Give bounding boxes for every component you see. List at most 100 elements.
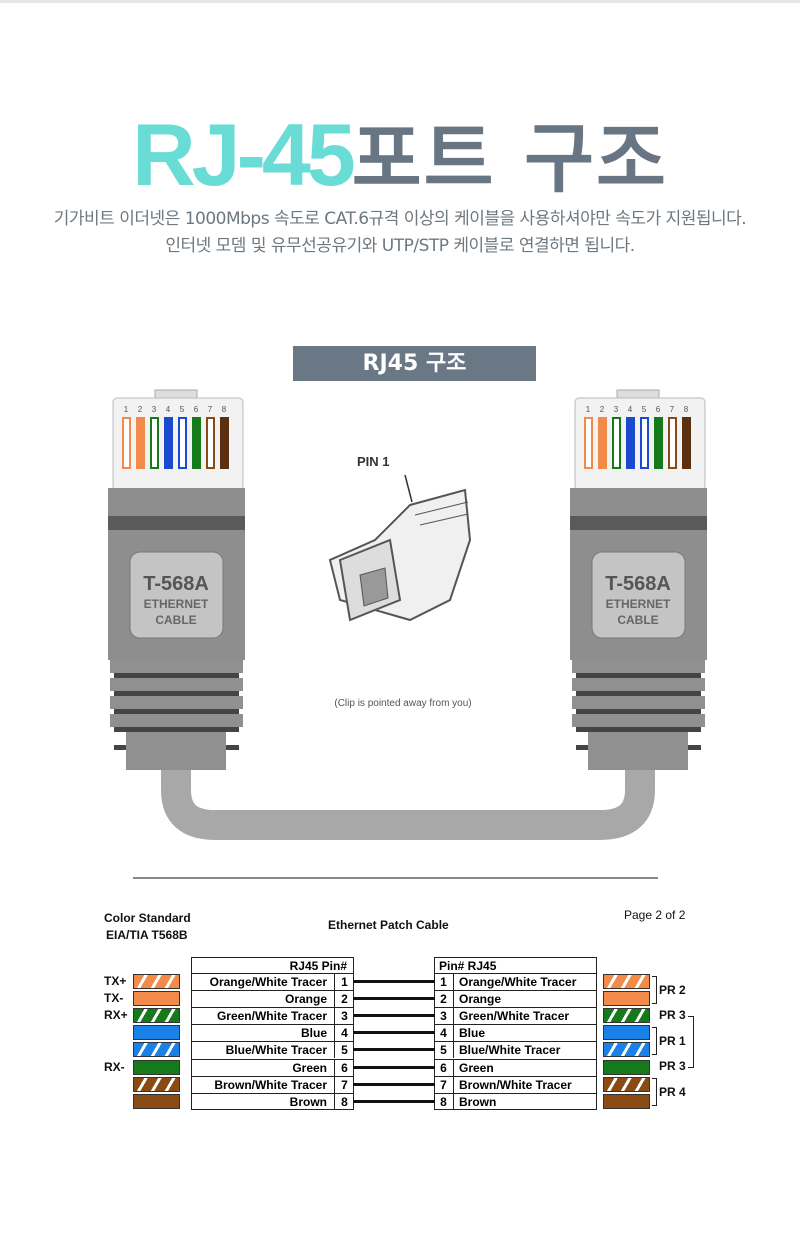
pin-number: 2 — [434, 991, 454, 1008]
pin1-label: PIN 1 — [357, 454, 390, 469]
wire-swatch-right — [603, 974, 650, 989]
pair-bracket — [652, 1078, 657, 1106]
right-header: Pin# RJ45 — [439, 959, 497, 973]
left-row: Orange/White Tracer 1 — [191, 973, 354, 990]
wire-line — [353, 980, 435, 983]
pin-number: 4 — [434, 1025, 454, 1042]
right-row: 8 Brown — [434, 1092, 597, 1110]
wire-line — [353, 997, 435, 1001]
wire-name: Blue — [300, 1026, 327, 1041]
pin-number: 8 — [684, 405, 689, 414]
pin-number: 1 — [124, 405, 129, 414]
wire-swatch-right — [603, 991, 650, 1007]
pin-number: 7 — [334, 1076, 354, 1093]
cable — [161, 770, 655, 840]
pair-bracket — [688, 1016, 694, 1068]
wire-swatch-left — [133, 1076, 180, 1092]
pin-number: 3 — [434, 1008, 454, 1025]
connector-label: CABLE — [155, 613, 196, 627]
wire-swatch-right — [603, 1093, 650, 1109]
pin-number: 5 — [334, 1042, 354, 1059]
pin-number: 2 — [600, 405, 605, 414]
wire-swatch-left — [133, 991, 180, 1007]
wire-name: Blue — [459, 1026, 486, 1041]
pin-number: 8 — [434, 1093, 454, 1110]
title-accent: RJ-45 — [132, 105, 356, 204]
wire-swatch-left — [133, 1093, 180, 1109]
standard-sub: EIA/TIA T568B — [106, 928, 188, 942]
top-divider — [0, 0, 800, 3]
wire-line — [353, 1065, 435, 1069]
wire-line — [353, 1099, 435, 1103]
wire-name: Orange/White Tracer — [209, 975, 327, 989]
pin-number: 3 — [614, 405, 619, 414]
section-banner: RJ45 구조 — [293, 346, 536, 381]
wire-name: Brown/White Tracer — [459, 1077, 572, 1092]
wire-name: Green — [459, 1060, 494, 1075]
description-line-1: 기가비트 이더넷은 1000Mbps 속도로 CAT.6규격 이상의 케이블을 … — [53, 209, 747, 229]
pin-number: 8 — [222, 405, 227, 414]
pin-number: 4 — [334, 1025, 354, 1042]
pair-label: PR 1 — [659, 1034, 686, 1048]
connector-left — [108, 389, 245, 770]
connector-right — [570, 389, 707, 770]
wire-name: Green/White Tracer — [216, 1009, 327, 1024]
wire-name: Green — [292, 1060, 327, 1075]
pin-number: 1 — [334, 974, 354, 990]
description-line-2: 인터넷 모뎀 및 유무선공유기와 UTP/STP 케이블로 연결하면 됩니다. — [165, 236, 635, 256]
pair-label: PR 3 — [659, 1059, 686, 1073]
table-title: Ethernet Patch Cable — [328, 918, 449, 932]
wire-line — [353, 1048, 435, 1052]
wire-name: Orange/White Tracer — [459, 975, 577, 989]
pair-bracket — [652, 1027, 657, 1055]
wire-name: Brown/White Tracer — [214, 1077, 327, 1092]
left-row: Blue 4 — [191, 1024, 354, 1042]
wire-swatch-right — [603, 1025, 650, 1041]
pin-number: 6 — [194, 405, 199, 414]
section-divider — [133, 877, 658, 879]
connector-label: ETHERNET — [144, 597, 209, 611]
pin-number: 4 — [628, 405, 633, 414]
title-main: 포트 구조 — [351, 114, 668, 203]
wire-swatch-left — [133, 1008, 180, 1024]
connector-label: T-568A — [143, 573, 209, 595]
pin-number: 2 — [138, 405, 143, 414]
right-pin-table: Pin# RJ45 — [434, 957, 597, 1110]
pair-bracket — [652, 976, 657, 1004]
wire-name: Blue/White Tracer — [459, 1043, 561, 1058]
page-indicator: Page 2 of 2 — [624, 908, 686, 922]
pin-number: 6 — [434, 1059, 454, 1076]
signal-label: RX- — [104, 1059, 125, 1074]
left-row: Brown/White Tracer 7 — [191, 1075, 354, 1093]
right-row: 7 Brown/White Tracer — [434, 1075, 597, 1093]
wire-swatch-left — [133, 1042, 180, 1058]
connector-label: CABLE — [617, 613, 658, 627]
wire-name: Orange — [459, 992, 502, 1007]
pin-number: 5 — [642, 405, 647, 414]
wire-name: Brown — [459, 1094, 497, 1109]
signal-label: TX+ — [104, 974, 127, 988]
wire-name: Brown — [289, 1094, 327, 1109]
pin1-plug-icon — [328, 474, 472, 622]
pin-number: 7 — [208, 405, 213, 414]
right-row: 2 Orange — [434, 990, 597, 1008]
left-pin-table: RJ45 Pin# — [191, 957, 354, 1110]
wire-line — [353, 1082, 435, 1086]
wire-line — [353, 1031, 435, 1035]
pin-number: 3 — [334, 1008, 354, 1025]
right-row: 4 Blue — [434, 1024, 597, 1042]
pin-number: 7 — [434, 1076, 454, 1093]
wire-swatch-left — [133, 1025, 180, 1041]
wire-name: Orange — [284, 992, 327, 1007]
wire-swatch-right — [603, 1008, 650, 1024]
wire-line — [353, 1014, 435, 1018]
wire-swatch-right — [603, 1076, 650, 1092]
pin-number: 4 — [166, 405, 171, 414]
